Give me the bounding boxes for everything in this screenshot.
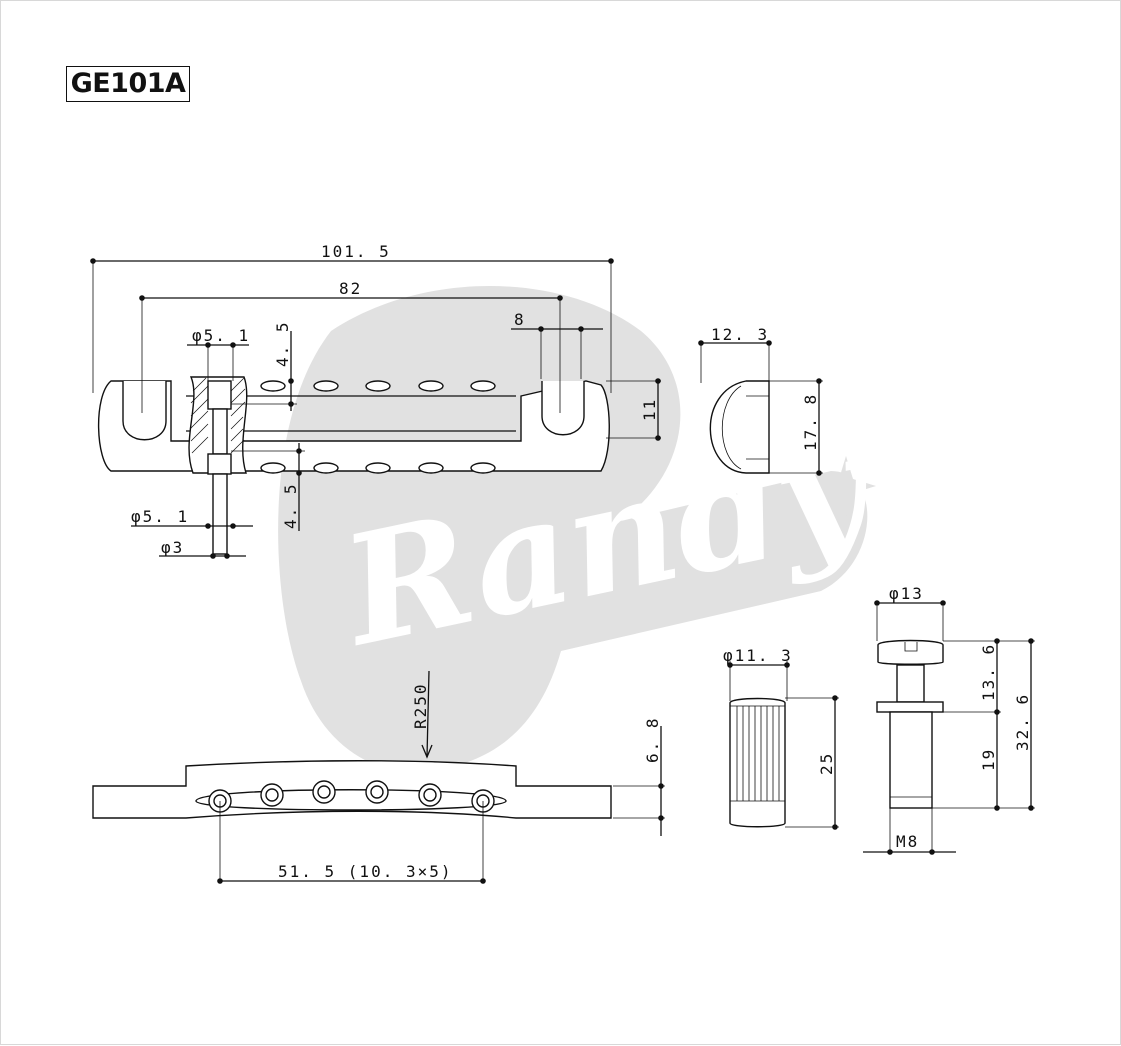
lower-offset-label: 4. 5 — [281, 482, 300, 529]
stud-head-height-label: 13. 6 — [979, 643, 998, 701]
overall-length-label: 101. 5 — [321, 242, 391, 261]
side-height-label: 17. 8 — [801, 393, 820, 451]
hole-dia-bottom-label: φ5. 1 — [131, 507, 189, 526]
string-spacing-label: 51. 5 (10. 3×5) — [278, 862, 453, 881]
tailpiece-side-view: 12. 3 17. 8 — [698, 325, 823, 476]
side-depth-label: 12. 3 — [711, 325, 769, 344]
hole-dia-top-label: φ5. 1 — [192, 326, 250, 345]
stud-thread-length-label: 19 — [979, 748, 998, 771]
bushing-dia-label: φ11. 3 — [723, 646, 793, 665]
right-stud-slot — [541, 381, 585, 436]
bore-dia-label: φ3 — [161, 538, 184, 557]
stud-total-length-label: 32. 6 — [1013, 693, 1032, 751]
bushing-view: φ11. 3 25 — [723, 646, 839, 830]
upper-offset-label: 4. 5 — [273, 320, 292, 367]
end-height-label: 6. 8 — [643, 716, 662, 763]
stud-view: φ13 13. 6 19 32. 6 M8 — [863, 584, 1035, 855]
tailpiece-top-view: R250 51. 5 (10. 3×5) 6. 8 — [92, 670, 665, 884]
bushing-height-label: 25 — [817, 752, 836, 775]
left-stud-slot — [122, 381, 167, 441]
stud-thread-label: M8 — [896, 832, 919, 851]
tailpiece-front-view — [97, 376, 610, 555]
model-label: GE101A — [66, 66, 190, 102]
radius-label: R250 — [411, 682, 430, 729]
stud-head-dia-label: φ13 — [889, 584, 924, 603]
end-offset-label: 8 — [514, 310, 526, 329]
post-spacing-label: 82 — [339, 279, 362, 298]
body-height-label: 11 — [640, 398, 659, 421]
front-view-dimensions: 101. 5 82 8 φ5. 1 4. 5 4. 5 — [90, 242, 661, 559]
